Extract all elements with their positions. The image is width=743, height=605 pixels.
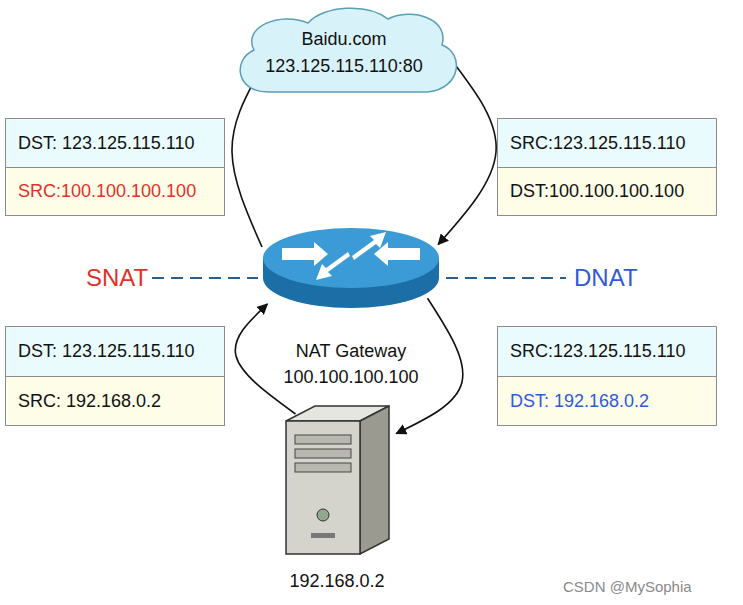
packet-box: DST: 123.125.115.110SRC:100.100.100.100 [5,118,225,216]
server-node: 192.168.0.2 [262,405,412,594]
dnat-dashed-line [446,277,566,279]
packet-field: SRC:100.100.100.100 [6,167,224,215]
server-label: 192.168.0.2 [262,568,412,594]
router-node: NAT Gateway100.100.100.100 [252,226,450,390]
router-icon [262,226,440,310]
packet-box: SRC:123.125.115.110DST: 192.168.0.2 [497,326,717,426]
packet-field: DST: 192.168.0.2 [498,376,716,425]
cloud-shape [228,5,460,100]
packet-box: SRC:123.125.115.110DST:100.100.100.100 [497,118,717,216]
packet-field: SRC:123.125.115.110 [498,327,716,376]
packet-field: SRC: 192.168.0.2 [6,376,224,425]
cloud-text: 123.125.115.110:80 [265,53,422,80]
dnat-label: DNAT [574,264,638,292]
router-arrow [352,232,386,260]
watermark: CSDN @MySophia [563,578,692,595]
router-top [263,228,439,288]
cloud-node: Baidu.com123.125.115.110:80 [228,5,460,100]
cloud-outline [240,8,456,92]
flow-arrow [438,62,496,244]
server-icon [286,406,389,554]
packet-box: DST: 123.125.115.110SRC: 192.168.0.2 [5,326,225,426]
snat-label: SNAT [86,264,148,292]
router-arrow [282,242,328,266]
cloud-text: Baidu.com [301,26,386,53]
packet-field: DST: 123.125.115.110 [6,327,224,376]
snat-dashed-line [152,277,258,279]
packet-field: DST: 123.125.115.110 [6,119,224,167]
flow-arrow [235,304,295,414]
flow-arrow [396,298,463,433]
server-icon [285,405,390,555]
packet-field: SRC:123.125.115.110 [498,119,716,167]
router-label: 100.100.100.100 [252,364,450,390]
router-label: NAT Gateway [252,338,450,364]
packet-field: DST:100.100.100.100 [498,167,716,215]
flow-arrow [232,73,262,247]
router-arrow [316,252,350,280]
